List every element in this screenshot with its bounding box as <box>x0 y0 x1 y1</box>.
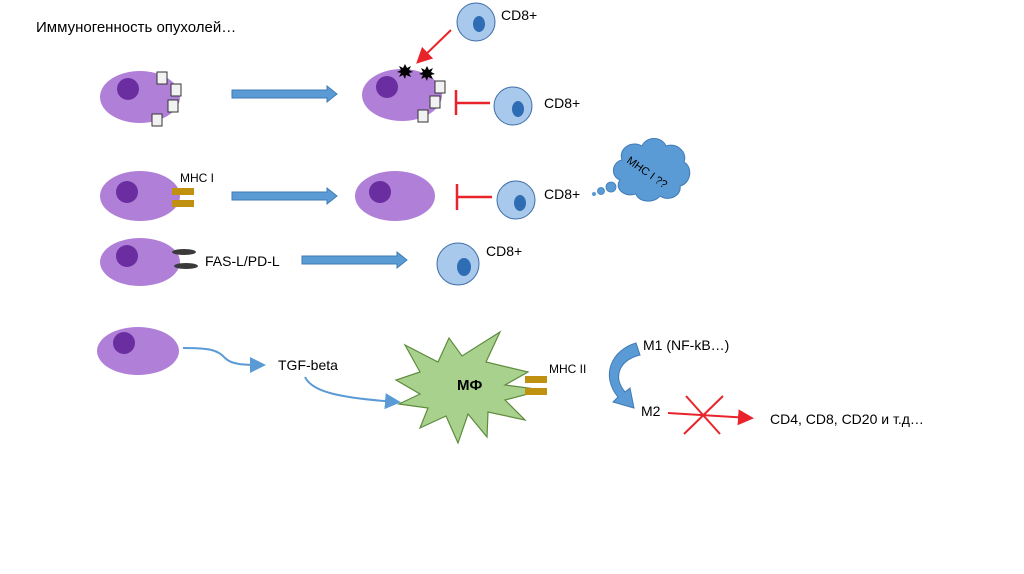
progression-arrow <box>301 250 408 270</box>
tgf-beta-label: TGF-beta <box>278 357 338 373</box>
tumor-cell-body <box>97 327 179 375</box>
lysis-burst-icon <box>397 64 413 79</box>
secretion-arrow <box>182 347 266 373</box>
m2-label: M2 <box>641 403 661 419</box>
antigen-square <box>417 109 429 123</box>
t-cell-nucleus <box>512 101 524 117</box>
cd8-t-cell <box>436 242 480 286</box>
tumor-cell-nucleus <box>369 181 391 203</box>
mhc-i-label: MHC I <box>180 171 214 185</box>
macrophage-label: МФ <box>457 377 482 394</box>
antigen-square <box>429 95 441 109</box>
tgf-to-macrophage-arrow <box>304 376 401 410</box>
mhc-ii-label: MHC II <box>549 362 586 376</box>
thought-dot <box>592 192 596 196</box>
tumor-cell-body <box>100 238 180 286</box>
fasl-ligand <box>172 249 196 255</box>
tumor-cell-nucleus <box>116 181 138 203</box>
cd8-label: CD8+ <box>501 7 537 23</box>
tumor-cell-body <box>100 71 180 123</box>
block-cross-icon <box>683 395 724 435</box>
thought-cloud <box>613 138 691 202</box>
antigen-square <box>167 99 179 113</box>
t-cell-nucleus <box>473 16 485 32</box>
cd8-t-cell-active <box>456 2 496 42</box>
progression-arrow <box>231 84 338 104</box>
tumor-cell-nucleus <box>116 245 138 267</box>
macrophage-shape <box>394 330 544 445</box>
row2-tumor-cell-no-mhc <box>355 171 435 221</box>
antigen-square <box>434 80 446 94</box>
target-cells-label: CD4, CD8, CD20 и т.д… <box>770 411 924 427</box>
row4-tumor-cell <box>97 327 179 375</box>
slide-title: Иммуногенность опухолей… <box>36 19 236 36</box>
cd8-t-cell-inhibited <box>493 86 533 126</box>
tumor-cell-nucleus <box>376 76 398 98</box>
kill-arrow <box>416 29 452 64</box>
m1-label: M1 (NF-kB…) <box>643 337 729 353</box>
progression-arrow <box>231 186 338 206</box>
mhc-ii-molecule <box>525 376 547 383</box>
tumor-cell-nucleus <box>117 78 139 100</box>
cd8-label: CD8+ <box>544 95 580 111</box>
m1-to-m2-curved-arrow <box>608 342 641 409</box>
blocked-activation-arrow <box>667 409 754 426</box>
fasl-pdl-label: FAS-L/PD-L <box>205 253 280 269</box>
cd8-label: CD8+ <box>486 243 522 259</box>
inhibition-bar <box>455 184 492 210</box>
tumor-cell-body <box>100 171 180 221</box>
thought-dot <box>597 187 605 195</box>
tumor-cell-nucleus <box>113 332 135 354</box>
antigen-square <box>151 113 163 127</box>
mhc-ii-molecule <box>525 388 547 395</box>
t-cell-nucleus <box>457 258 471 276</box>
thought-bubble: MHC I ?? <box>592 138 691 202</box>
tumor-cell-body <box>355 171 435 221</box>
t-cell-nucleus <box>514 195 526 211</box>
mhc-molecule <box>172 188 194 195</box>
thought-dot <box>605 181 617 193</box>
cd8-t-cell-inhibited <box>496 180 536 220</box>
cd8-label: CD8+ <box>544 186 580 202</box>
row1-tumor-cell-antigens <box>100 71 182 127</box>
antigen-square <box>170 83 182 97</box>
row1-tumor-cell-attacked <box>362 64 446 123</box>
row3-tumor-cell-fasl <box>100 238 198 286</box>
antigen-square <box>156 71 168 85</box>
row2-tumor-cell-mhc <box>100 171 194 221</box>
pdl-ligand <box>174 263 198 269</box>
lysis-burst-icon <box>419 66 435 81</box>
mhc-molecule <box>172 200 194 207</box>
inhibition-bar <box>454 90 490 115</box>
